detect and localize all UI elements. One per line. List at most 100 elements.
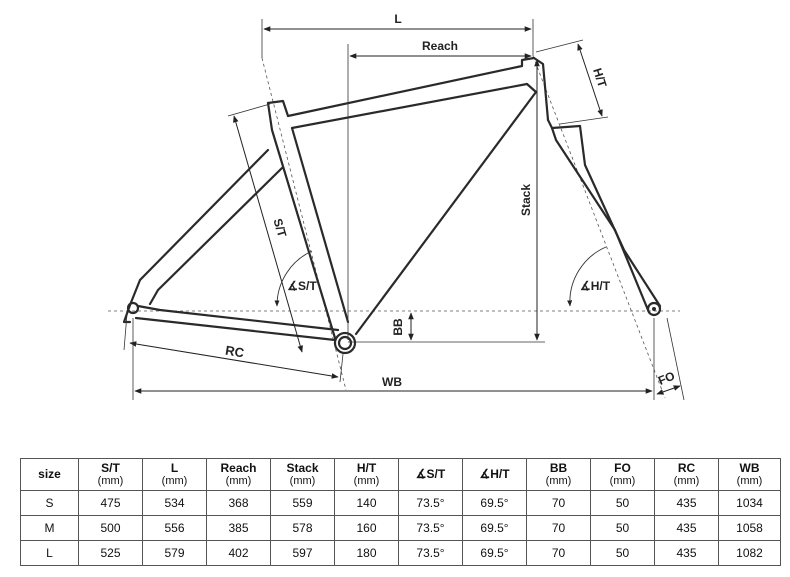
value-cell: 402: [206, 540, 271, 566]
column-header-unit: (mm): [545, 474, 572, 487]
dim-stack: Stack: [348, 59, 545, 343]
dim-fo: FO: [656, 317, 685, 401]
dim-ht-angle: ∡H/T: [567, 246, 611, 307]
value-cell: 525: [78, 540, 143, 566]
column-header-label: ∡H/T: [479, 467, 510, 481]
label-l: L: [394, 12, 401, 26]
label-reach: Reach: [422, 39, 458, 53]
value-cell: 69.5°: [462, 490, 527, 516]
value-cell: 160: [334, 515, 399, 541]
column-header-label: H/T: [356, 460, 377, 475]
value-cell: 73.5°: [398, 515, 463, 541]
column-header-label: FO: [614, 460, 631, 475]
value-cell: 597: [270, 540, 335, 566]
column-header-unit: (mm): [97, 474, 124, 487]
column-header-unit: (mm): [289, 474, 316, 487]
dim-reach: Reach: [347, 39, 532, 340]
column-header-label: size: [38, 467, 61, 481]
dim-st-angle: ∡S/T: [274, 250, 317, 307]
column-header-label: ∡S/T: [415, 467, 446, 481]
column-header: size: [20, 458, 79, 491]
value-cell: 50: [590, 490, 655, 516]
column-header-label: L: [170, 460, 179, 475]
column-header-label: BB: [549, 460, 568, 475]
column-header: FO(mm): [590, 458, 655, 491]
dim-rc: RC: [123, 313, 344, 383]
column-header: RC(mm): [654, 458, 719, 491]
size-cell: L: [20, 540, 79, 566]
label-fo: FO: [656, 369, 677, 388]
column-header-unit: (mm): [736, 474, 763, 487]
value-cell: 556: [142, 515, 207, 541]
head-tube-axis-line: [532, 55, 666, 399]
column-header-label: WB: [739, 460, 760, 475]
column-header-unit: (mm): [609, 474, 636, 487]
value-cell: 435: [654, 515, 719, 541]
value-cell: 1058: [718, 515, 781, 541]
value-cell: 559: [270, 490, 335, 516]
size-cell: S: [20, 490, 79, 516]
size-cell: M: [20, 515, 79, 541]
column-header-label: Reach: [220, 460, 257, 475]
column-header: H/T(mm): [334, 458, 399, 491]
value-cell: 578: [270, 515, 335, 541]
column-header-unit: (mm): [673, 474, 700, 487]
column-header: ∡S/T: [398, 458, 463, 491]
column-header: ∡H/T: [462, 458, 527, 491]
value-cell: 50: [590, 540, 655, 566]
value-cell: 69.5°: [462, 515, 527, 541]
column-header: Stack(mm): [270, 458, 335, 491]
dim-wb: WB: [132, 318, 655, 400]
column-header: BB(mm): [526, 458, 591, 491]
dim-l: L: [261, 12, 534, 58]
column-header-unit: (mm): [225, 474, 252, 487]
value-cell: 385: [206, 515, 271, 541]
frame-geometry-diagram: L Reach Stack H/T S/T ∡S/T ∡H/T BB: [108, 12, 685, 401]
value-cell: 475: [78, 490, 143, 516]
dim-ht: H/T: [535, 39, 610, 125]
column-header-unit: (mm): [161, 474, 188, 487]
label-stack: Stack: [519, 184, 533, 216]
label-wb: WB: [382, 375, 402, 389]
value-cell: 435: [654, 490, 719, 516]
value-cell: 435: [654, 540, 719, 566]
label-rc: RC: [224, 343, 245, 361]
value-cell: 70: [526, 490, 591, 516]
value-cell: 140: [334, 490, 399, 516]
column-header: L(mm): [142, 458, 207, 491]
column-header: S/T(mm): [78, 458, 143, 491]
label-ht-angle: ∡H/T: [580, 279, 611, 293]
label-st: S/T: [270, 217, 289, 240]
column-header-label: Stack: [286, 460, 319, 475]
value-cell: 73.5°: [398, 540, 463, 566]
value-cell: 50: [590, 515, 655, 541]
label-ht: H/T: [590, 66, 609, 89]
column-header: Reach(mm): [206, 458, 271, 491]
value-cell: 1034: [718, 490, 781, 516]
value-cell: 70: [526, 515, 591, 541]
dim-st: S/T: [227, 103, 303, 353]
value-cell: 368: [206, 490, 271, 516]
column-header: WB(mm): [718, 458, 781, 491]
value-cell: 579: [142, 540, 207, 566]
value-cell: 1082: [718, 540, 781, 566]
bike-frame: [122, 56, 662, 355]
value-cell: 73.5°: [398, 490, 463, 516]
label-st-angle: ∡S/T: [287, 279, 317, 293]
column-header-label: S/T: [101, 460, 120, 475]
column-header-label: RC: [677, 460, 696, 475]
label-bb: BB: [391, 318, 405, 336]
value-cell: 180: [334, 540, 399, 566]
column-header-unit: (mm): [353, 474, 380, 487]
value-cell: 500: [78, 515, 143, 541]
value-cell: 534: [142, 490, 207, 516]
value-cell: 69.5°: [462, 540, 527, 566]
dim-bb: BB: [391, 312, 414, 341]
value-cell: 70: [526, 540, 591, 566]
